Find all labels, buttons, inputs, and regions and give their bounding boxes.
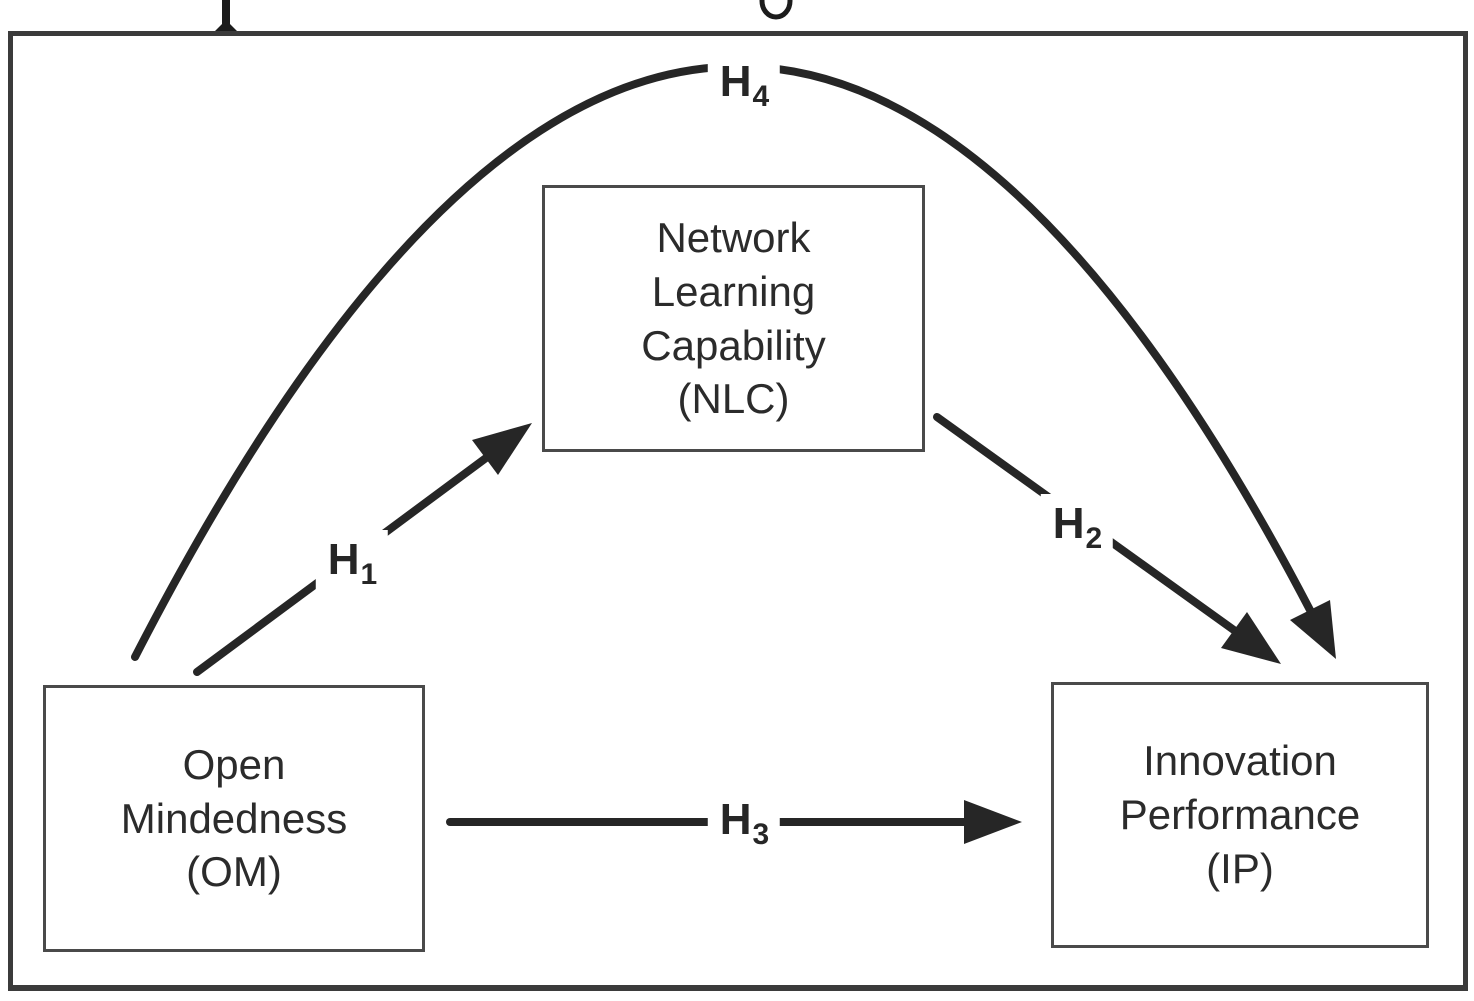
h4-arrowhead xyxy=(1290,600,1336,659)
hypothesis-label-h3: H3 xyxy=(707,790,781,851)
caption-descender-stem-mark xyxy=(215,0,237,31)
h3-arrowhead xyxy=(964,800,1022,844)
h4-symbol: H xyxy=(719,57,752,106)
node-innovation-performance: Innovation Performance (IP) xyxy=(1051,682,1429,948)
node-nlc-label: Network Learning Capability (NLC) xyxy=(641,214,826,423)
h1-subscript: 1 xyxy=(360,558,378,591)
hypothesis-label-h1: H1 xyxy=(315,530,389,591)
node-network-learning-capability: Network Learning Capability (NLC) xyxy=(542,185,925,452)
hypothesis-label-h2: H2 xyxy=(1040,494,1114,555)
h2-arrowhead xyxy=(1221,612,1281,664)
hypothesis-label-h4: H4 xyxy=(707,52,781,113)
h1-symbol: H xyxy=(327,535,360,584)
node-ip-label: Innovation Performance (IP) xyxy=(1119,737,1361,892)
h3-subscript: 3 xyxy=(752,818,770,851)
h4-subscript: 4 xyxy=(752,80,770,113)
h2-symbol: H xyxy=(1052,499,1085,548)
figure-border-frame xyxy=(8,31,1468,991)
node-open-mindedness: Open Mindedness (OM) xyxy=(43,685,425,952)
h2-subscript: 2 xyxy=(1085,522,1103,555)
h1-arrowhead xyxy=(472,423,532,475)
node-om-label: Open Mindedness (OM) xyxy=(120,740,348,896)
caption-descender-loop-mark xyxy=(759,0,793,20)
cropped-caption-fragments xyxy=(215,0,793,31)
h3-symbol: H xyxy=(719,795,752,844)
